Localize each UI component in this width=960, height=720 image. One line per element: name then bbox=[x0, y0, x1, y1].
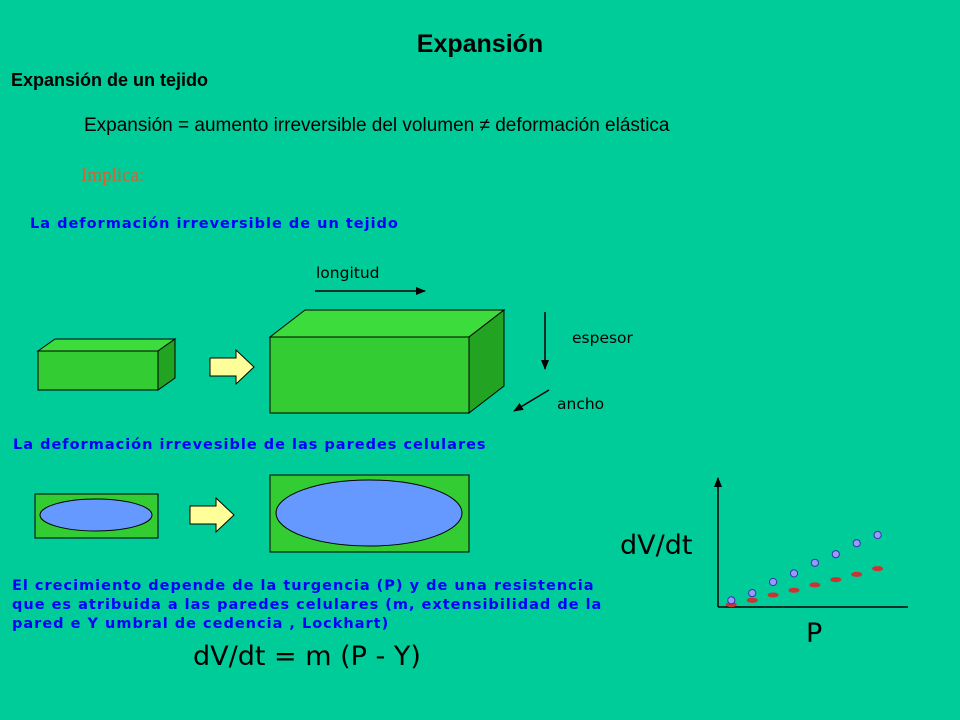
chart-point-high-1 bbox=[748, 589, 757, 598]
tissue-deformation-heading: La deformación irreversible de un tejido bbox=[30, 216, 399, 232]
block-arrow-icon bbox=[189, 496, 235, 534]
length-label: longitud bbox=[316, 264, 380, 282]
block-arrow-icon bbox=[209, 348, 255, 386]
small-cell bbox=[34, 493, 159, 539]
growth-description: El crecimiento depende de la turgencia (… bbox=[12, 578, 603, 632]
chart-point-low-1 bbox=[746, 597, 758, 603]
implica-label: Implica: bbox=[81, 165, 145, 186]
chart-x-axis-label: P bbox=[806, 618, 823, 649]
width-arrow-icon bbox=[513, 389, 550, 412]
chart-point-high-7 bbox=[873, 530, 882, 540]
cell-wall-deformation-heading: La deformación irrevesible de las parede… bbox=[13, 437, 487, 453]
expansion-definition: Expansión = aumento irreversible del vol… bbox=[84, 115, 670, 136]
thickness-label: espesor bbox=[572, 329, 633, 347]
chart-point-low-3 bbox=[788, 587, 800, 593]
large-cell bbox=[269, 474, 470, 553]
chart-point-high-4 bbox=[810, 558, 820, 567]
small-tissue-block bbox=[36, 338, 177, 391]
chart-point-high-2 bbox=[769, 577, 778, 587]
section-subtitle: Expansión de un tejido bbox=[11, 70, 209, 90]
large-tissue-block bbox=[268, 308, 506, 415]
chart-point-low-2 bbox=[767, 592, 779, 598]
chart-point-high-6 bbox=[852, 539, 861, 548]
chart-point-low-6 bbox=[851, 571, 863, 577]
chart-y-axis-label: dV/dt bbox=[620, 530, 693, 561]
chart-point-high-3 bbox=[789, 569, 799, 578]
lockhart-equation: dV/dt = m (P - Y) bbox=[193, 641, 421, 672]
width-label: ancho bbox=[557, 395, 605, 413]
page-title: Expansión bbox=[416, 30, 544, 58]
chart-point-low-4 bbox=[809, 582, 821, 588]
chart-points bbox=[725, 530, 884, 608]
chart-point-low-5 bbox=[830, 577, 842, 583]
chart-point-high-0 bbox=[727, 596, 736, 605]
chart-point-high-5 bbox=[831, 550, 840, 559]
chart-point-low-7 bbox=[872, 566, 884, 572]
